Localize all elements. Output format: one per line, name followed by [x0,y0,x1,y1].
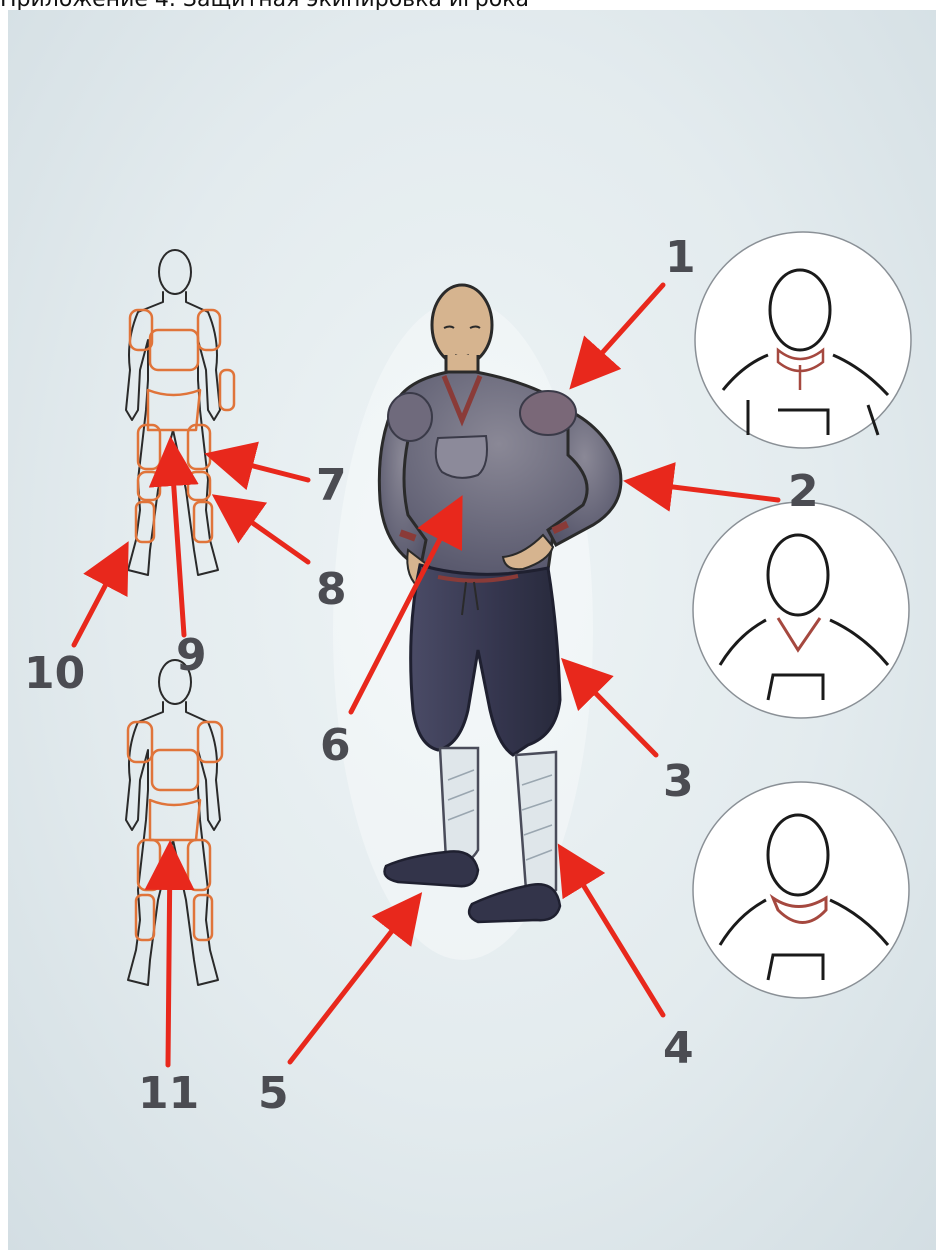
arrow-7 [214,456,308,480]
callout-number-8: 8 [316,564,347,615]
arrow-2 [633,482,778,500]
socks [440,748,478,863]
callout-number-10: 10 [24,648,85,699]
player-head [432,285,492,365]
back-outline-figure [126,660,222,985]
arrow-4 [563,852,663,1015]
arrow-8 [220,500,308,562]
callout-number-2: 2 [788,466,819,517]
arrow-5 [290,900,416,1062]
collar-inset-split [695,232,911,448]
collar-inset-wrap [693,782,909,998]
arrow-1 [576,285,663,382]
main-player-figure [333,285,621,960]
callout-number-1: 1 [665,232,696,283]
equipment-illustration: 1 2 3 4 5 6 7 8 9 10 11 [8,10,936,1250]
callout-number-9: 9 [176,630,207,681]
shoulder-pad-left [388,393,432,441]
front-outline-figure [126,250,234,575]
callout-number-11: 11 [138,1068,199,1119]
chest-pad [436,436,487,478]
callout-number-7: 7 [316,460,347,511]
callout-number-4: 4 [663,1023,694,1074]
callout-number-5: 5 [258,1068,289,1119]
collar-inset-v [693,502,909,718]
arrow-10 [74,550,124,645]
shoulder-pad-right [520,391,576,435]
callout-number-3: 3 [663,756,694,807]
callout-number-6: 6 [320,720,351,771]
arrow-11 [168,850,170,1065]
